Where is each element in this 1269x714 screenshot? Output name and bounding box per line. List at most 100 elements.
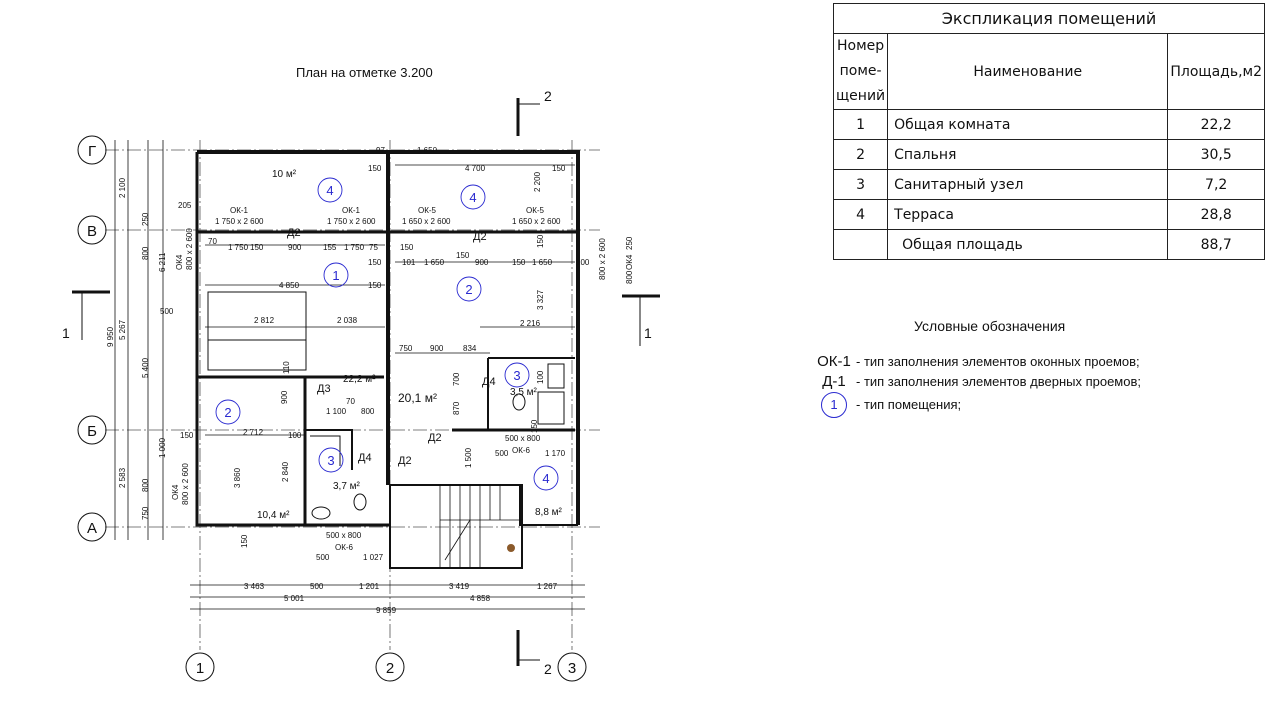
cell-name: Терраса bbox=[887, 199, 1169, 230]
header-number: Номер поме-щений bbox=[832, 33, 889, 110]
header-area: Площадь,м2 bbox=[1167, 33, 1265, 110]
cell-num: 2 bbox=[832, 139, 889, 170]
door-label: Д2 bbox=[473, 231, 487, 243]
dim: 6 211 bbox=[158, 252, 167, 272]
dim: 870 bbox=[452, 401, 461, 415]
opening-label: ОК-5 bbox=[526, 206, 545, 215]
dim: 5 267 bbox=[118, 319, 127, 340]
dim: 100 bbox=[536, 370, 545, 384]
toilet-icon bbox=[512, 393, 526, 411]
room-number: 2 bbox=[465, 282, 472, 297]
dim: 2 200 bbox=[533, 171, 542, 192]
explication-table: Экспликация помещений Номер поме-щений Н… bbox=[832, 3, 1265, 260]
door-label: Д2 bbox=[428, 432, 442, 444]
sink-icon bbox=[311, 506, 331, 520]
dim: 4 700 bbox=[465, 164, 486, 173]
legend-key: ОК-1 bbox=[817, 353, 851, 370]
dim: 205 bbox=[178, 201, 192, 210]
axis-label: 1 bbox=[196, 660, 204, 677]
dim: 250 bbox=[625, 236, 634, 250]
dim: 1 000 bbox=[158, 437, 167, 458]
dim: 70 bbox=[346, 397, 355, 406]
room-number: 2 bbox=[224, 405, 231, 420]
dim: 150 bbox=[368, 258, 382, 267]
dim: 1 500 bbox=[464, 447, 473, 468]
axis-label: Г bbox=[88, 143, 96, 160]
legend-title: Условные обозначения bbox=[914, 318, 1066, 334]
opening-label: 1 750 x 2 600 bbox=[215, 217, 264, 226]
cell-name: Общая комната bbox=[887, 109, 1169, 140]
dim: 500 bbox=[310, 582, 324, 591]
dim: 1 027 bbox=[363, 553, 384, 562]
room-number: 4 bbox=[542, 471, 549, 486]
section-marks: 2 2 1 1 bbox=[62, 88, 660, 677]
section-label: 1 bbox=[62, 325, 70, 341]
section-label: 2 bbox=[544, 88, 552, 104]
dim: 5 001 bbox=[284, 594, 305, 603]
area-label: 20,1 м² bbox=[398, 391, 437, 405]
dim: 1 750 bbox=[228, 243, 249, 252]
dim: 900 bbox=[288, 243, 302, 252]
cell-area: 30,5 bbox=[1167, 139, 1265, 170]
dim: 75 bbox=[369, 243, 378, 252]
dim: 150 bbox=[368, 164, 382, 173]
dim: 700 bbox=[452, 372, 461, 386]
axis-markers: Г В Б А 1 2 3 bbox=[77, 135, 587, 682]
dim: 2 812 bbox=[254, 316, 275, 325]
dim: 800 bbox=[625, 270, 634, 284]
dim: 500 bbox=[316, 553, 330, 562]
opening-label: ОК-6 bbox=[335, 543, 354, 552]
area-label: 10,4 м² bbox=[257, 510, 290, 521]
dim: 750 bbox=[399, 344, 413, 353]
dim: 100 bbox=[576, 258, 590, 267]
dim: 250 bbox=[141, 212, 150, 226]
opening-label: ОК-6 bbox=[512, 446, 531, 455]
dim: 150 bbox=[512, 258, 526, 267]
area-label: 3,5 м² bbox=[510, 387, 538, 398]
room-number: 1 bbox=[332, 268, 339, 283]
dim: 2 216 bbox=[520, 319, 541, 328]
dim: 4 850 bbox=[279, 281, 300, 290]
axis-label: А bbox=[87, 520, 97, 537]
railing-post-icon bbox=[507, 544, 515, 552]
opening-label: 800 x 2 600 bbox=[181, 463, 190, 505]
sink-icon bbox=[547, 363, 565, 389]
opening-label: 1 750 x 2 600 bbox=[327, 217, 376, 226]
dim: 150 bbox=[180, 431, 194, 440]
walls bbox=[195, 150, 580, 569]
dim: 150 bbox=[536, 234, 545, 248]
cell-num: 1 bbox=[832, 109, 889, 140]
opening-label: 1 650 x 2 600 bbox=[402, 217, 451, 226]
opening-label: ОК-5 bbox=[418, 206, 437, 215]
cell-num: 3 bbox=[832, 169, 889, 200]
dim: 150 bbox=[240, 534, 249, 548]
dim: 1 170 bbox=[545, 449, 566, 458]
door-label: Д4 bbox=[358, 452, 372, 464]
dim: 800 bbox=[141, 478, 150, 492]
dim: 2 100 bbox=[118, 177, 127, 198]
dim: 800 bbox=[141, 246, 150, 260]
legend-text: - тип помещения; bbox=[856, 397, 962, 412]
opening-label: ОК4 bbox=[625, 254, 634, 270]
staircase bbox=[439, 485, 522, 568]
door-label: Д2 bbox=[398, 455, 412, 467]
cell-area: 22,2 bbox=[1167, 109, 1265, 140]
dim: 150 bbox=[552, 164, 566, 173]
dim: 101 bbox=[402, 258, 416, 267]
dim: 9 950 bbox=[106, 326, 115, 347]
dimension-texts: 97 1 650 150 4 700 150 2 200 205 70 1 75… bbox=[106, 146, 634, 615]
area-label: 22,2 м² bbox=[343, 374, 376, 385]
room-number: 3 bbox=[513, 368, 520, 383]
legend-text: - тип заполнения элементов дверных проем… bbox=[856, 374, 1141, 389]
room-number: 4 bbox=[469, 190, 476, 205]
opening-label: 800 x 2 600 bbox=[185, 228, 194, 270]
legend-text: - тип заполнения элементов оконных проем… bbox=[856, 354, 1140, 369]
cell-name: Санитарный узел bbox=[887, 169, 1169, 200]
dim: 100 bbox=[288, 431, 302, 440]
dim: 150 bbox=[530, 419, 539, 433]
